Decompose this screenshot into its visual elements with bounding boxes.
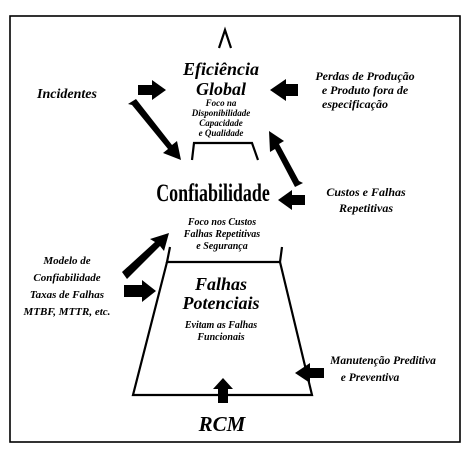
arrow-incidentes-diagonal — [128, 99, 181, 160]
bottom-title-line1: Falhas — [194, 274, 247, 294]
top-sub-line1: Foco na — [205, 98, 237, 108]
upper-bracket — [190, 141, 260, 161]
label-manutencao-line2: e Preventiva — [341, 372, 400, 384]
arrow-modelo-diagonal — [122, 233, 169, 279]
bottom-sub-line2: Funcionais — [196, 332, 244, 343]
label-incidentes: Incidentes — [36, 87, 97, 102]
middle-sub-line3: e Segurança — [196, 241, 247, 252]
arrow-custos-diagonal — [269, 131, 303, 187]
label-custos-line1: Custos e Falhas — [326, 185, 406, 199]
label-modelo-line3: Taxas de Falhas — [30, 289, 104, 301]
arrow-incidentes-right — [138, 80, 166, 100]
label-perdas-line3: especificação — [322, 97, 388, 111]
top-sub-line4: e Qualidade — [199, 128, 244, 138]
top-title-line1: Eficiência — [182, 59, 259, 79]
bottom-sub-line1: Evitam as Falhas — [184, 320, 257, 331]
arrow-rcm-up — [213, 378, 233, 403]
top-title-line2: Global — [196, 79, 246, 99]
label-custos-line2: Repetitivas — [338, 201, 393, 215]
label-manutencao-line1: Manutenção Preditiva — [329, 355, 436, 367]
lower-trapezoid — [165, 246, 284, 264]
arrow-perdas-left — [270, 79, 298, 101]
label-perdas-line2: e Produto fora de — [322, 83, 409, 97]
arrow-manutencao-left — [295, 363, 324, 383]
label-rcm: RCM — [198, 412, 247, 436]
top-sub-line2: Disponibilidade — [191, 108, 251, 118]
top-sub-line3: Capacidade — [199, 118, 243, 128]
arrow-modelo-right — [124, 280, 156, 302]
middle-sub-line2: Falhas Repetitivas — [183, 229, 261, 240]
label-modelo-line4: MTBF, MTTR, etc. — [23, 306, 111, 318]
middle-sub-line1: Foco nos Custos — [187, 217, 256, 228]
label-modelo-line1: Modelo de — [42, 255, 90, 267]
apex-caret — [217, 26, 233, 49]
label-modelo-line2: Confiabilidade — [33, 272, 100, 284]
arrow-custos-left — [278, 190, 305, 210]
middle-title: Confiabilidade — [156, 178, 270, 207]
diagram-frame — [9, 15, 461, 443]
label-perdas-line1: Perdas de Produção — [315, 69, 414, 83]
bottom-title-line2: Potenciais — [182, 293, 260, 313]
